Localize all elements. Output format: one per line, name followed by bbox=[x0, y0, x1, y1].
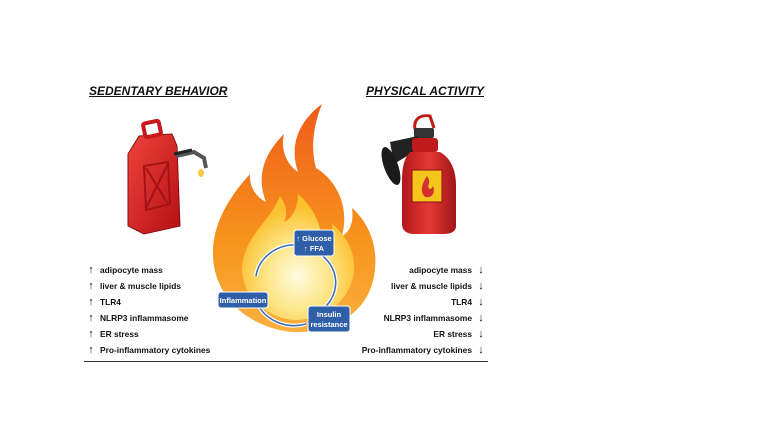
up-arrow-icon: ↑ bbox=[88, 296, 94, 309]
effect-label: ER stress bbox=[433, 329, 472, 340]
divider bbox=[84, 361, 488, 362]
up-arrow-icon: ↑ bbox=[88, 328, 94, 341]
fire-extinguisher-icon bbox=[381, 114, 456, 234]
physical-activity-title: PHYSICAL ACTIVITY bbox=[365, 84, 484, 98]
glucose-label: ↑ Glucose bbox=[296, 234, 331, 243]
effect-label: NLRP3 inflammasome bbox=[100, 313, 189, 324]
glucose-ffa-box: ↑ Glucose ↑ FFA bbox=[293, 229, 335, 257]
up-arrow-icon: ↑ bbox=[88, 264, 94, 276]
sedentary-effects-list: ↑ adipocyte mass ↑ liver & muscle lipids ↑… bbox=[86, 262, 210, 359]
figure-panel: SEDENTARY BEHAVIOR PHYSICAL ACTIVITY bbox=[84, 76, 488, 363]
down-arrow-icon: ↓ bbox=[478, 344, 484, 357]
effect-label: liver & muscle lipids bbox=[391, 281, 472, 292]
up-arrow-icon: ↑ bbox=[88, 280, 94, 293]
effect-label: TLR4 bbox=[100, 297, 121, 308]
inflammation-box: Inflammation bbox=[217, 291, 269, 309]
effect-label: Pro-inflammatory cytokines bbox=[100, 345, 211, 356]
effect-label: liver & muscle lipids bbox=[100, 281, 181, 292]
list-item: NLRP3 inflammasome ↓ bbox=[362, 310, 486, 326]
list-item: liver & muscle lipids ↓ bbox=[362, 278, 486, 294]
up-arrow-icon: ↑ bbox=[88, 312, 94, 325]
illustration: ↑ Glucose ↑ FFA Inflammation Insulin res… bbox=[127, 104, 456, 333]
list-item: ↑ Pro-inflammatory cytokines bbox=[86, 342, 210, 358]
fuel-can-icon bbox=[127, 118, 208, 235]
insulin-resistance-box: Insulin resistance bbox=[307, 305, 351, 333]
list-item: ↑ adipocyte mass bbox=[86, 262, 210, 278]
down-arrow-icon: ↓ bbox=[478, 328, 484, 341]
resistance-label: resistance bbox=[310, 320, 347, 329]
down-arrow-icon: ↓ bbox=[478, 312, 484, 325]
down-arrow-icon: ↓ bbox=[478, 264, 484, 276]
effect-label: NLRP3 inflammasome bbox=[383, 313, 472, 324]
effect-label: adipocyte mass bbox=[100, 265, 163, 275]
insulin-label: Insulin bbox=[317, 310, 342, 319]
list-item: Pro-inflammatory cytokines ↓ bbox=[362, 342, 486, 358]
list-item: ↑ ER stress bbox=[86, 326, 210, 342]
list-item: adipocyte mass ↓ bbox=[362, 262, 486, 278]
list-item: TLR4 ↓ bbox=[362, 294, 486, 310]
effect-label: ER stress bbox=[100, 329, 139, 340]
sedentary-title: SEDENTARY BEHAVIOR bbox=[89, 84, 228, 98]
physical-activity-effects-list: adipocyte mass ↓ liver & muscle lipids ↓ T… bbox=[362, 262, 486, 359]
list-item: ER stress ↓ bbox=[362, 326, 486, 342]
down-arrow-icon: ↓ bbox=[478, 296, 484, 309]
effect-label: TLR4 bbox=[451, 297, 472, 308]
effect-label: Pro-inflammatory cytokines bbox=[361, 345, 472, 356]
down-arrow-icon: ↓ bbox=[478, 280, 484, 293]
inflammation-label: Inflammation bbox=[220, 296, 267, 305]
list-item: ↑ NLRP3 inflammasome bbox=[86, 310, 210, 326]
list-item: ↑ TLR4 bbox=[86, 294, 210, 310]
list-item: ↑ liver & muscle lipids bbox=[86, 278, 210, 294]
ffa-label: ↑ FFA bbox=[304, 244, 325, 253]
effect-label: adipocyte mass bbox=[409, 265, 472, 275]
up-arrow-icon: ↑ bbox=[88, 344, 94, 357]
